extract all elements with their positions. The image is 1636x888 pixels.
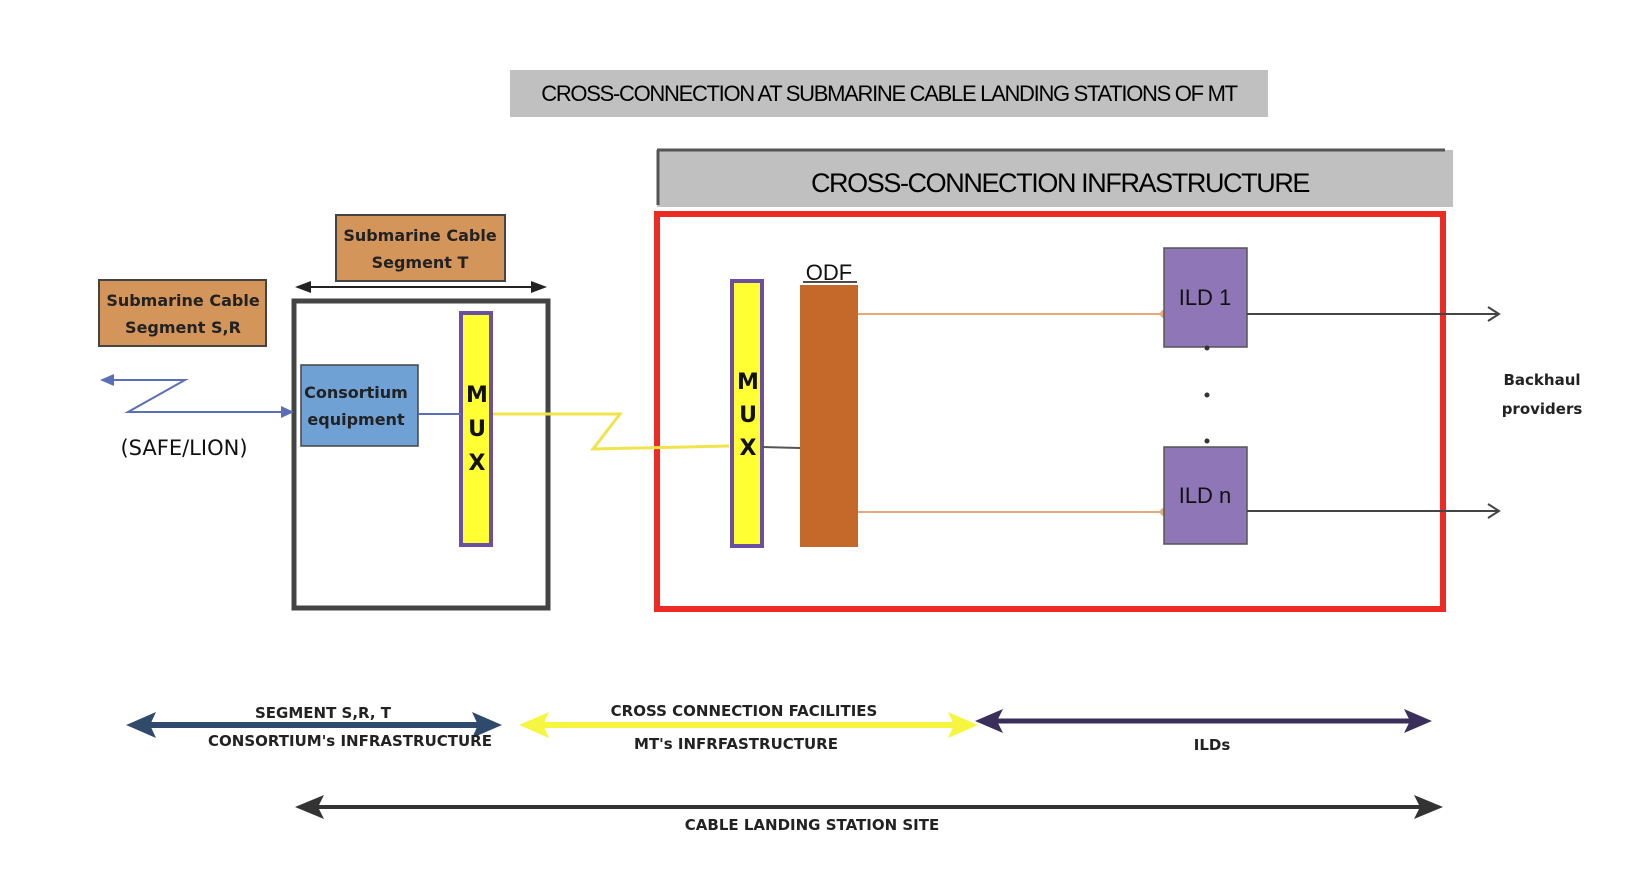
consortium-infrastructure-label: CONSORTIUM's INFRASTRUCTURE	[208, 732, 492, 750]
backhaul-line2: providers	[1502, 400, 1583, 418]
safe-lion-arrowhead-left	[100, 374, 114, 386]
cross-connection-frame	[654, 211, 1446, 612]
title-banner	[510, 70, 1268, 117]
mux-right-letter-u: U	[739, 403, 757, 428]
segment-sr-line2: Segment S,R	[125, 318, 241, 337]
ild1-box	[1163, 247, 1248, 348]
odf-panel	[800, 285, 858, 547]
cross-connection-span-head-left	[519, 712, 549, 738]
ilds-span-head-left	[975, 709, 1003, 733]
consortium-equipment-line2: equipment	[307, 410, 405, 429]
ildn-backhaul-arrowhead	[1487, 503, 1501, 519]
ilds-label: ILDs	[1194, 736, 1231, 754]
mux-right-letter-m: M	[737, 370, 759, 395]
safe-lion-label: (SAFE/LION)	[120, 436, 247, 460]
mux-right-letter-x: X	[740, 436, 757, 461]
mux-fiber-link	[493, 412, 730, 451]
ildn-box	[1163, 446, 1248, 545]
ilds-span-head-right	[1404, 709, 1432, 733]
mux-left	[459, 311, 493, 547]
backhaul-line1: Backhaul	[1503, 371, 1580, 389]
ildn-label: ILD n	[1179, 483, 1232, 508]
ellipsis-dot-2	[1204, 392, 1210, 398]
mux-left-letter-x: X	[469, 451, 486, 476]
segment-t-span-head-left	[295, 281, 311, 293]
segment-srt-label: SEGMENT S,R, T	[255, 704, 392, 722]
site-span-head-right	[1414, 795, 1443, 819]
segment-sr-box	[98, 279, 267, 347]
segment-t-line1: Submarine Cable	[343, 226, 497, 245]
ellipsis-dot-3	[1204, 438, 1210, 444]
site-span-head-left	[295, 795, 324, 819]
segment-sr-line1: Submarine Cable	[106, 291, 260, 310]
landing-station-box	[291, 298, 551, 611]
site-label: CABLE LANDING STATION SITE	[685, 816, 939, 834]
cross-connection-facilities-label: CROSS CONNECTION FACILITIES	[611, 702, 878, 720]
segment-t-box	[335, 214, 506, 282]
mt-infrastructure-label: MT's INFRFASTRUCTURE	[634, 735, 838, 753]
safe-lion-arrowhead-right	[281, 406, 294, 418]
infrastructure-header	[657, 150, 1453, 207]
segment-t-line2: Segment T	[372, 253, 469, 272]
ild1-backhaul-arrowhead	[1487, 306, 1501, 322]
mux-left-letter-u: U	[468, 417, 486, 442]
mux-right	[730, 279, 764, 548]
mux-left-letter-m: M	[466, 383, 488, 408]
odf-label: ODF	[806, 260, 852, 285]
consortium-span-head-left	[126, 712, 156, 738]
consortium-equipment-line1: Consortium	[304, 383, 408, 402]
consortium-span-head-right	[472, 712, 502, 738]
ild1-label: ILD 1	[1179, 285, 1232, 310]
infrastructure-title: CROSS-CONNECTION INFRASTRUCTURE	[811, 168, 1309, 198]
mux-odf-link	[761, 446, 801, 449]
safe-lion-link	[108, 379, 292, 413]
ellipsis-dot-1	[1204, 345, 1210, 351]
consortium-equipment-box	[300, 364, 419, 447]
segment-t-span-head-right	[531, 281, 547, 293]
cross-connection-span-head-right	[948, 712, 978, 738]
diagram-title: CROSS-CONNECTION AT SUBMARINE CABLE LAND…	[541, 81, 1237, 106]
